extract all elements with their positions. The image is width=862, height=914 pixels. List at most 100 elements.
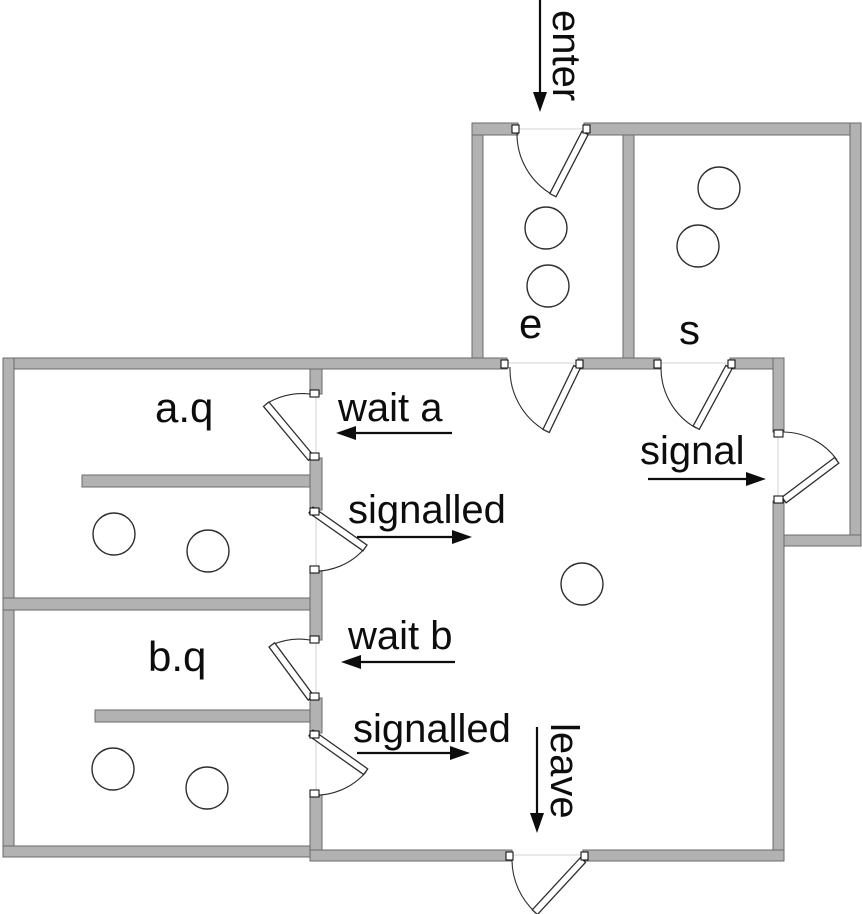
token-room-s-1 <box>697 166 741 210</box>
queue-rail-aq <box>81 474 311 488</box>
wall-post-below-signalled-b <box>309 794 323 851</box>
token-queue-a-2 <box>186 529 230 573</box>
label-queue-b: b.q <box>148 633 206 680</box>
arrow-wait-a-head <box>336 426 356 440</box>
door-stop <box>727 359 736 369</box>
building-walls <box>2 122 862 862</box>
label-room-e: e <box>519 300 542 347</box>
wall-room-e-left <box>471 134 484 359</box>
door-stop <box>505 851 514 861</box>
label-signal: signal <box>640 429 745 473</box>
arrow-wait-b-head <box>341 655 361 669</box>
label-enter: enter <box>544 10 588 101</box>
door-stop <box>582 124 591 134</box>
arrow-enter-head <box>533 92 547 112</box>
door-stop <box>500 359 509 369</box>
door-stop <box>653 359 662 369</box>
door-wait-b <box>268 638 315 701</box>
label-wait-b: wait b <box>347 614 453 658</box>
token-room-e-1 <box>524 206 568 250</box>
wall-main-top-mid <box>577 357 661 370</box>
door-stop <box>511 124 520 134</box>
door-s-to-main-arc <box>660 366 697 429</box>
process-tokens <box>91 166 741 810</box>
wall-main-top-left <box>2 357 508 370</box>
wall-room-e-s-separator <box>622 134 635 359</box>
wall-main-bottom-right-of-leave-door <box>582 849 785 862</box>
arrow-signal <box>648 472 766 486</box>
wall-top-left-of-enter-door <box>471 122 519 136</box>
label-room-s: s <box>679 306 700 353</box>
door-enter-arc <box>516 132 554 196</box>
label-queue-a: a.q <box>155 384 213 431</box>
door-e-to-main <box>509 364 582 434</box>
label-signalled-a: signalled <box>348 488 506 532</box>
door-wait-b-leaf <box>268 641 315 701</box>
token-queue-a-1 <box>92 512 136 556</box>
door-stop <box>309 565 320 574</box>
wall-post-between-signalled-a-wait-b <box>309 570 323 641</box>
door-signal <box>780 431 840 504</box>
arrow-signalled-b <box>357 746 470 760</box>
doors <box>262 130 840 914</box>
arrow-signalled-a <box>357 530 472 544</box>
wall-post-between-wait-a-signalled-a <box>309 457 323 511</box>
token-room-s-2 <box>676 224 720 268</box>
arrow-signalled-a-head <box>452 530 472 544</box>
wall-room-s-right-outer <box>849 122 862 547</box>
door-s-to-main <box>660 364 733 431</box>
queue-rail-bq <box>94 709 311 723</box>
door-stop <box>773 429 784 438</box>
arrow-signalled-b-head <box>450 746 470 760</box>
label-wait-a: wait a <box>337 386 443 430</box>
wall-main-right-lower <box>772 500 785 862</box>
token-room-e-2 <box>526 264 570 308</box>
flow-arrows <box>336 0 766 833</box>
door-wait-a-arc <box>265 393 311 405</box>
door-stop <box>309 730 320 739</box>
arrow-leave-head <box>530 813 544 833</box>
arrow-enter <box>533 0 547 112</box>
wall-bq-bottom <box>2 845 319 858</box>
door-wait-a <box>262 393 315 462</box>
door-e-to-main-arc <box>509 366 547 432</box>
door-stop <box>309 507 320 516</box>
door-wait-a-leaf <box>262 401 315 462</box>
door-e-to-main-leaf <box>542 364 582 434</box>
door-stop <box>309 692 320 701</box>
door-s-to-main-leaf <box>692 364 733 431</box>
door-stop <box>309 789 320 798</box>
door-enter <box>516 130 589 198</box>
arrow-leave <box>530 727 544 833</box>
door-stop <box>309 452 320 461</box>
door-stop <box>309 389 320 398</box>
labels: enter e s a.q b.q wait a signalled wait … <box>148 10 745 819</box>
token-queue-b-2 <box>185 766 229 810</box>
door-stop <box>580 851 589 861</box>
label-signalled-b: signalled <box>353 707 511 751</box>
door-thresholds <box>315 128 779 856</box>
door-signal-arc <box>783 431 838 461</box>
arrow-wait-a <box>336 426 452 440</box>
wall-aq-bq-separator <box>2 597 323 611</box>
door-stop <box>309 635 320 644</box>
door-leave-arc <box>511 859 536 913</box>
arrow-signal-head <box>746 472 766 486</box>
door-leave-leaf <box>531 856 587 914</box>
door-stop <box>575 359 584 369</box>
wall-top-right-of-enter-door <box>583 122 862 136</box>
door-signal-leaf <box>780 456 840 504</box>
door-enter-leaf <box>548 130 589 198</box>
token-queue-b-1 <box>91 747 135 791</box>
wall-post-between-wait-b-signalled-b <box>309 697 323 734</box>
wall-main-bottom-left-of-leave-door <box>309 849 513 862</box>
label-leave: leave <box>542 723 586 819</box>
door-leave <box>511 856 587 914</box>
token-main-room <box>560 562 604 606</box>
door-stop <box>773 495 784 504</box>
arrow-wait-b <box>341 655 455 669</box>
wall-main-right-upper <box>772 357 785 433</box>
door-wait-b-arc <box>271 638 311 646</box>
wall-alcove-bottom <box>783 534 862 547</box>
